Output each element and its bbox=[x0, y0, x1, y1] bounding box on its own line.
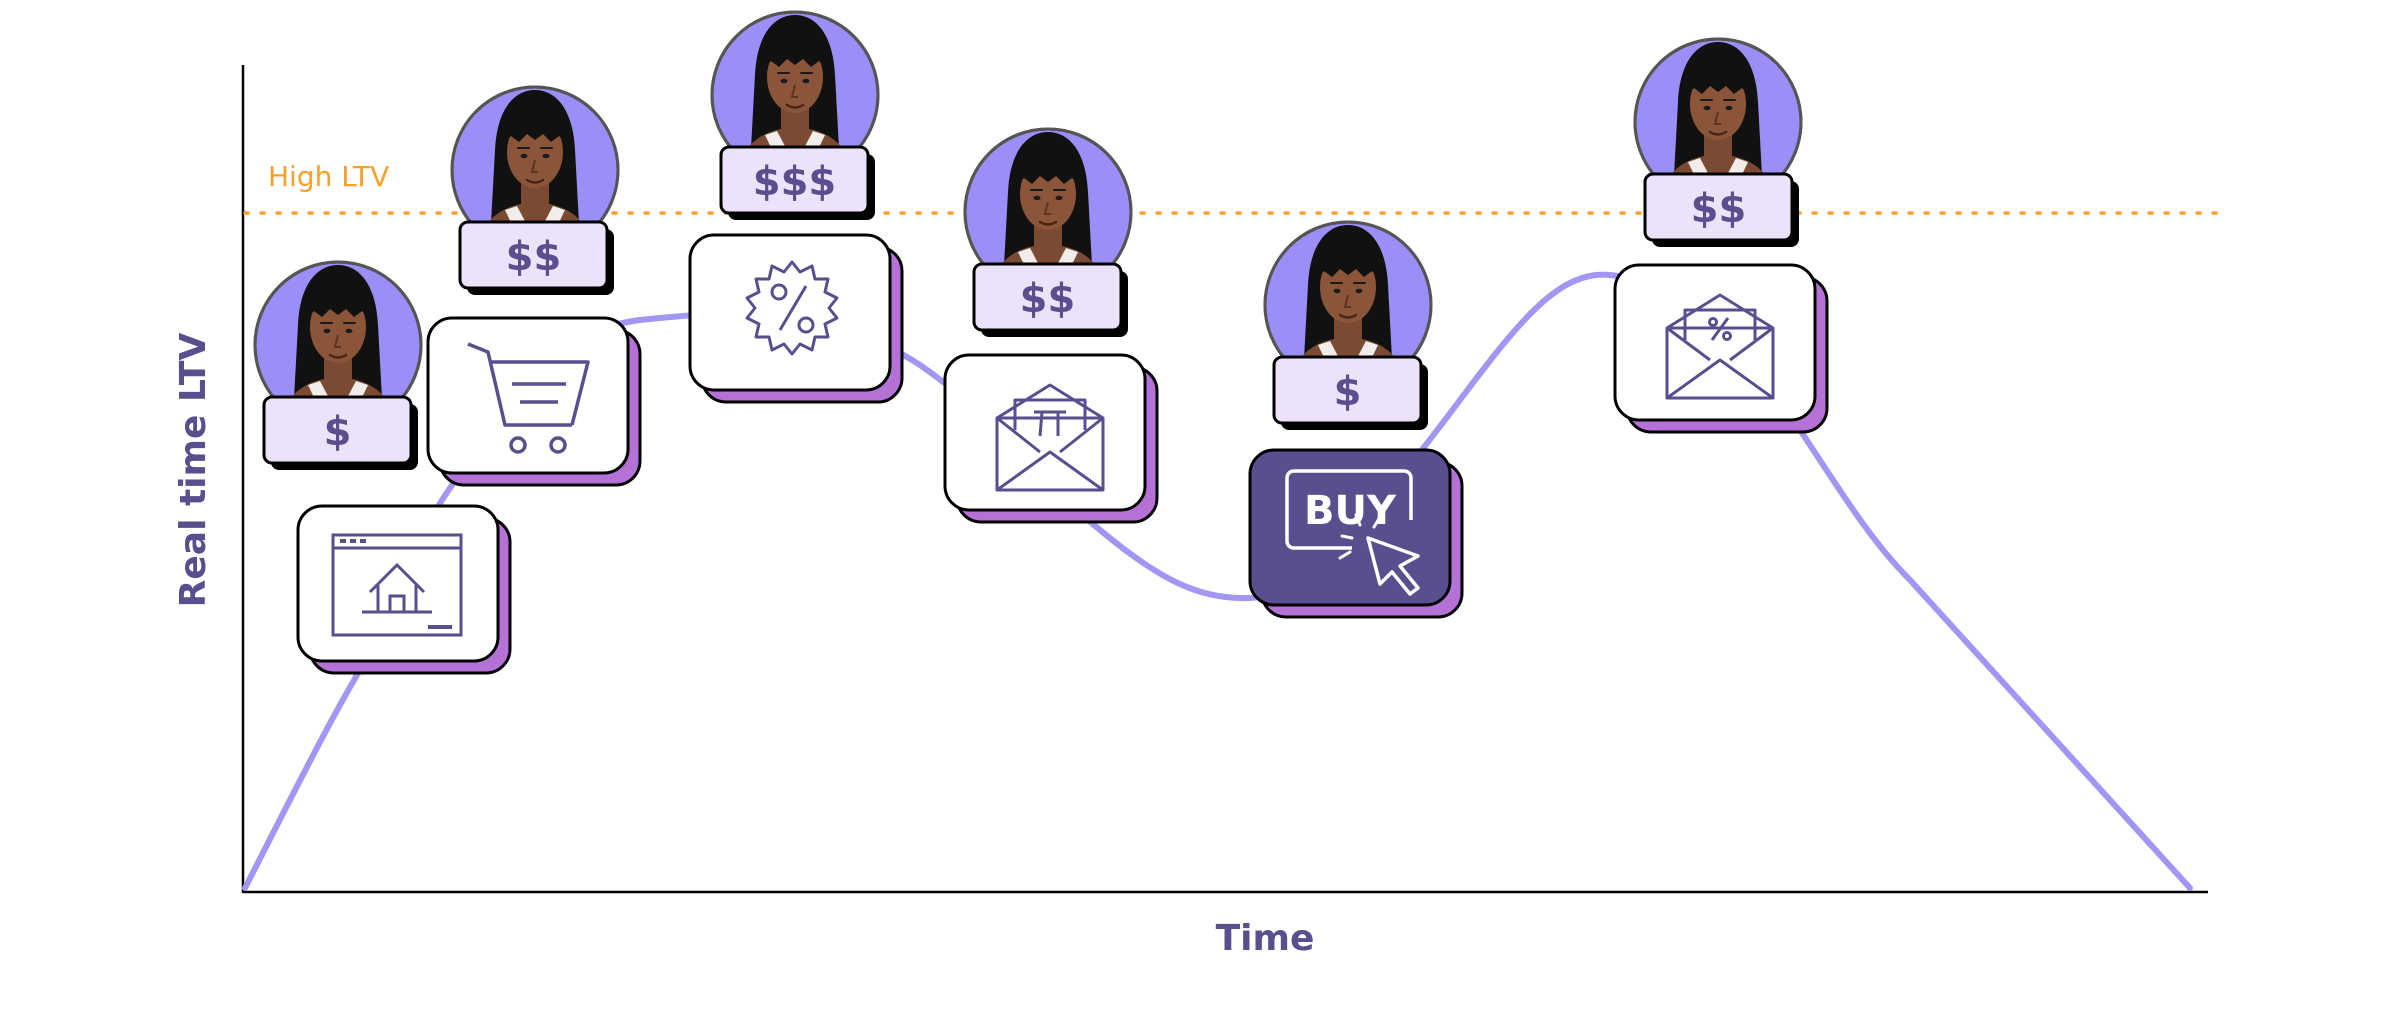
price-level-5: $ bbox=[1334, 369, 1362, 415]
envelope-percent-icon bbox=[1665, 293, 1775, 400]
step-email bbox=[943, 353, 1159, 524]
buy-button-text: BUY bbox=[1304, 488, 1397, 534]
y-axis-label: Real time LTV bbox=[173, 333, 214, 608]
shopping-cart-icon bbox=[467, 342, 590, 454]
price-tag-2: $$ bbox=[458, 220, 614, 295]
step-discount bbox=[688, 233, 904, 404]
step-purchase: BUY bbox=[1248, 448, 1464, 619]
promo-email-card bbox=[1613, 263, 1817, 422]
price-tag-3: $$$ bbox=[719, 145, 875, 220]
price-level-1: $ bbox=[324, 409, 352, 455]
price-level-6: $$ bbox=[1691, 186, 1747, 232]
price-tag-5: $ bbox=[1272, 355, 1428, 430]
website-card bbox=[296, 504, 500, 663]
step-website-visit bbox=[296, 504, 512, 675]
price-tag-4: $$ bbox=[972, 262, 1128, 337]
x-axis-label: Time bbox=[1216, 918, 1315, 959]
cart-card bbox=[426, 316, 630, 475]
price-level-4: $$ bbox=[1020, 276, 1076, 322]
customer-avatar-5 bbox=[1263, 220, 1433, 390]
percent-badge-icon bbox=[745, 260, 839, 356]
browser-house-icon bbox=[331, 533, 463, 637]
price-tag-6: $$ bbox=[1643, 172, 1799, 247]
step-promo-email bbox=[1613, 263, 1829, 434]
buy-click-icon: BUY bbox=[1285, 469, 1420, 596]
high-ltv-label: High LTV bbox=[268, 160, 389, 193]
price-level-2: $$ bbox=[506, 234, 562, 280]
price-tag-1: $ bbox=[262, 395, 418, 470]
envelope-pi-icon bbox=[995, 383, 1105, 492]
price-level-3: $$$ bbox=[753, 159, 837, 205]
email-card bbox=[943, 353, 1147, 512]
step-add-to-cart bbox=[426, 316, 642, 487]
